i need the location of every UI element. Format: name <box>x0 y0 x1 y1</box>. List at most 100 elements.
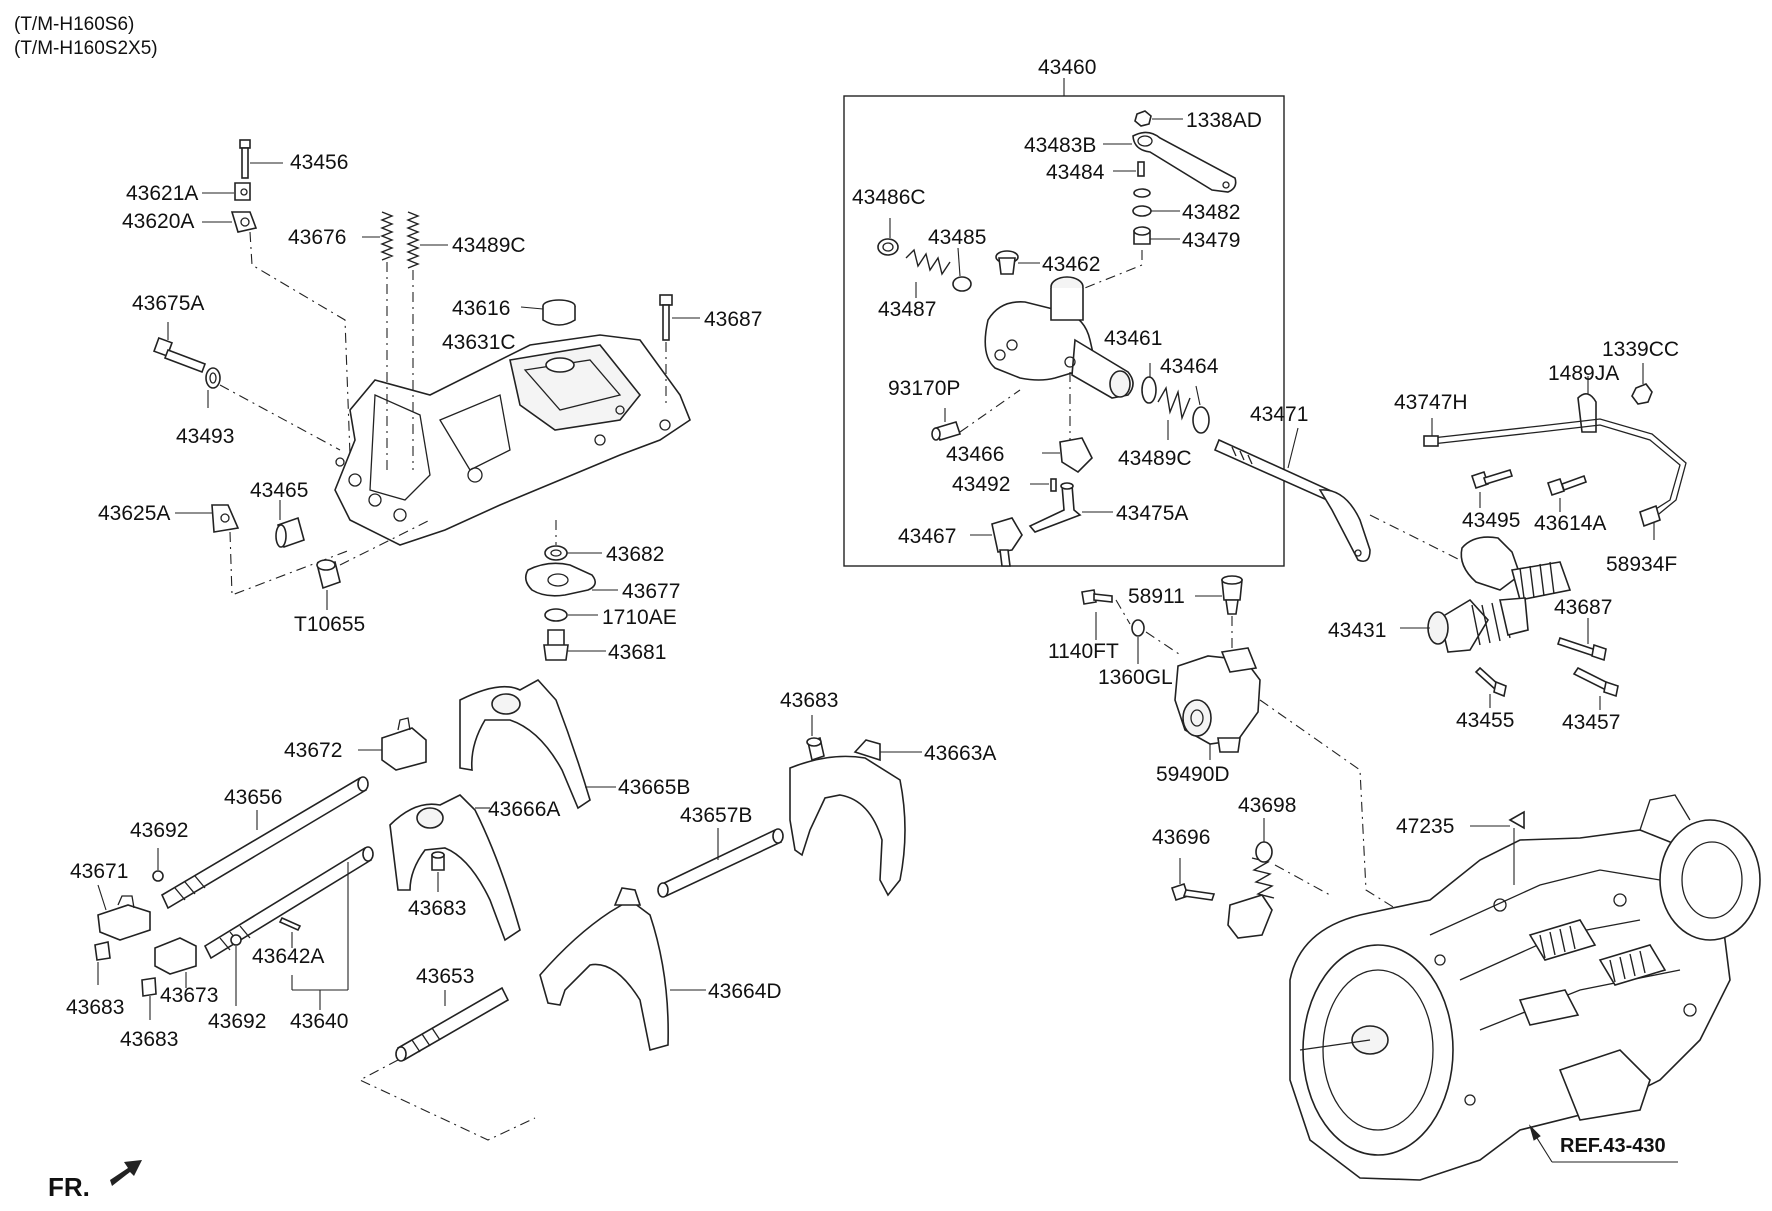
plug-43462 <box>995 250 1019 275</box>
oring-1710AE <box>544 608 568 622</box>
bolt-43457 <box>1572 666 1619 698</box>
label-43625A: 43625A <box>98 502 170 525</box>
label-43487: 43487 <box>878 298 936 321</box>
pin-43484 <box>1137 161 1145 177</box>
front-label: FR. <box>48 1172 90 1202</box>
spring-43487 <box>905 248 951 276</box>
block-43673 <box>154 937 197 975</box>
pin-43683-mid <box>431 851 445 871</box>
label-58911: 58911 <box>1128 585 1185 608</box>
pin-T10655 <box>316 559 341 590</box>
bolt-43495 <box>1470 469 1514 490</box>
bracket-43620A <box>230 211 258 233</box>
label-43692-bottom: 43692 <box>208 1010 266 1033</box>
label-1140FT: 1140FT <box>1048 640 1119 663</box>
label-43462: 43462 <box>1042 253 1100 276</box>
clamp-1489JA <box>1577 393 1597 433</box>
label-43666A: 43666A <box>488 798 560 821</box>
valve-59490D <box>1174 647 1261 753</box>
label-43466: 43466 <box>946 443 1004 466</box>
plate-43625A <box>211 504 240 533</box>
label-43664D: 43664D <box>708 980 782 1003</box>
rail-43640 <box>203 846 374 960</box>
ball-43692-left <box>152 870 164 882</box>
nut-1338AD <box>1134 110 1152 127</box>
fork-43665B <box>459 678 591 810</box>
label-43696: 43696 <box>1152 826 1210 849</box>
label-43653: 43653 <box>416 965 474 988</box>
label-43656: 43656 <box>224 786 282 809</box>
block-43672 <box>381 717 427 771</box>
control-housing <box>984 276 1134 399</box>
label-43665B: 43665B <box>618 776 690 799</box>
spring-43489C <box>406 211 420 269</box>
boot-43616 <box>542 299 576 326</box>
label-43683-top: 43683 <box>780 689 838 712</box>
plate-43677 <box>524 562 596 597</box>
label-43489C-mid: 43489C <box>1118 447 1192 470</box>
bolt-43455 <box>1474 666 1507 698</box>
label-43467: 43467 <box>898 525 956 548</box>
bolt-43614A <box>1546 474 1588 497</box>
label-43692-left: 43692 <box>130 819 188 842</box>
label-43631C: 43631C <box>442 331 516 354</box>
pin-43642A <box>278 916 302 932</box>
label-43683-left: 43683 <box>66 996 124 1019</box>
label-1360GL: 1360GL <box>1098 666 1173 689</box>
oring-43461 <box>1141 376 1157 404</box>
clip-43485 <box>952 276 972 292</box>
label-43616: 43616 <box>452 297 510 320</box>
ball-43692-bottom <box>230 934 242 946</box>
bolt-43687-right <box>1556 636 1607 662</box>
label-43747H: 43747H <box>1394 391 1468 414</box>
cap-43486C <box>877 238 899 256</box>
spring-43489C-mid <box>1157 385 1191 421</box>
label-43484: 43484 <box>1046 161 1105 184</box>
label-93170P: 93170P <box>888 377 960 400</box>
transmission-assembly <box>1289 794 1761 1181</box>
pin-43683-top <box>806 736 825 762</box>
label-43687-top: 43687 <box>704 308 762 331</box>
label-43493: 43493 <box>176 425 234 448</box>
front-arrow-icon <box>110 1160 142 1186</box>
ring-43464 <box>1192 406 1210 434</box>
rail-43657B <box>657 828 784 898</box>
label-43492: 43492 <box>952 473 1010 496</box>
label-43482: 43482 <box>1182 201 1240 224</box>
label-59490D: 59490D <box>1156 763 1230 786</box>
switch-43681 <box>543 629 569 661</box>
label-43475A: 43475A <box>1116 502 1188 525</box>
bushing-43479 <box>1133 226 1151 245</box>
bolt-43456 <box>239 139 251 179</box>
label-43479: 43479 <box>1182 229 1240 252</box>
fork-43663A <box>789 739 906 897</box>
label-43614A: 43614A <box>1534 512 1606 535</box>
block-43467 <box>991 517 1023 567</box>
cable-43747H <box>1423 418 1687 528</box>
label-43682: 43682 <box>606 543 664 566</box>
shaft-43471 <box>1213 438 1371 563</box>
fork-43664D <box>539 887 669 1052</box>
label-43687-right: 43687 <box>1554 596 1612 619</box>
label-43681: 43681 <box>608 641 666 664</box>
label-43642A: 43642A <box>252 945 324 968</box>
label-43698: 43698 <box>1238 794 1296 817</box>
assembly-label: 43460 <box>1038 56 1096 79</box>
label-43455: 43455 <box>1456 709 1514 732</box>
label-43657B: 43657B <box>680 804 752 827</box>
label-43620A: 43620A <box>122 210 194 233</box>
spring-43676 <box>380 211 394 261</box>
label-43677: 43677 <box>622 580 680 603</box>
bolt-1140FT <box>1081 589 1113 605</box>
label-43457: 43457 <box>1562 711 1620 734</box>
bracket-43621A <box>234 182 251 201</box>
top-cover <box>334 334 691 546</box>
label-43683-bottom: 43683 <box>120 1028 178 1051</box>
lever-43475A <box>1028 482 1082 533</box>
block-43671 <box>97 895 151 941</box>
label-43456: 43456 <box>290 151 348 174</box>
label-43486C: 43486C <box>852 186 926 209</box>
label-43461: 43461 <box>1104 327 1162 350</box>
nut-1339CC <box>1631 383 1653 405</box>
